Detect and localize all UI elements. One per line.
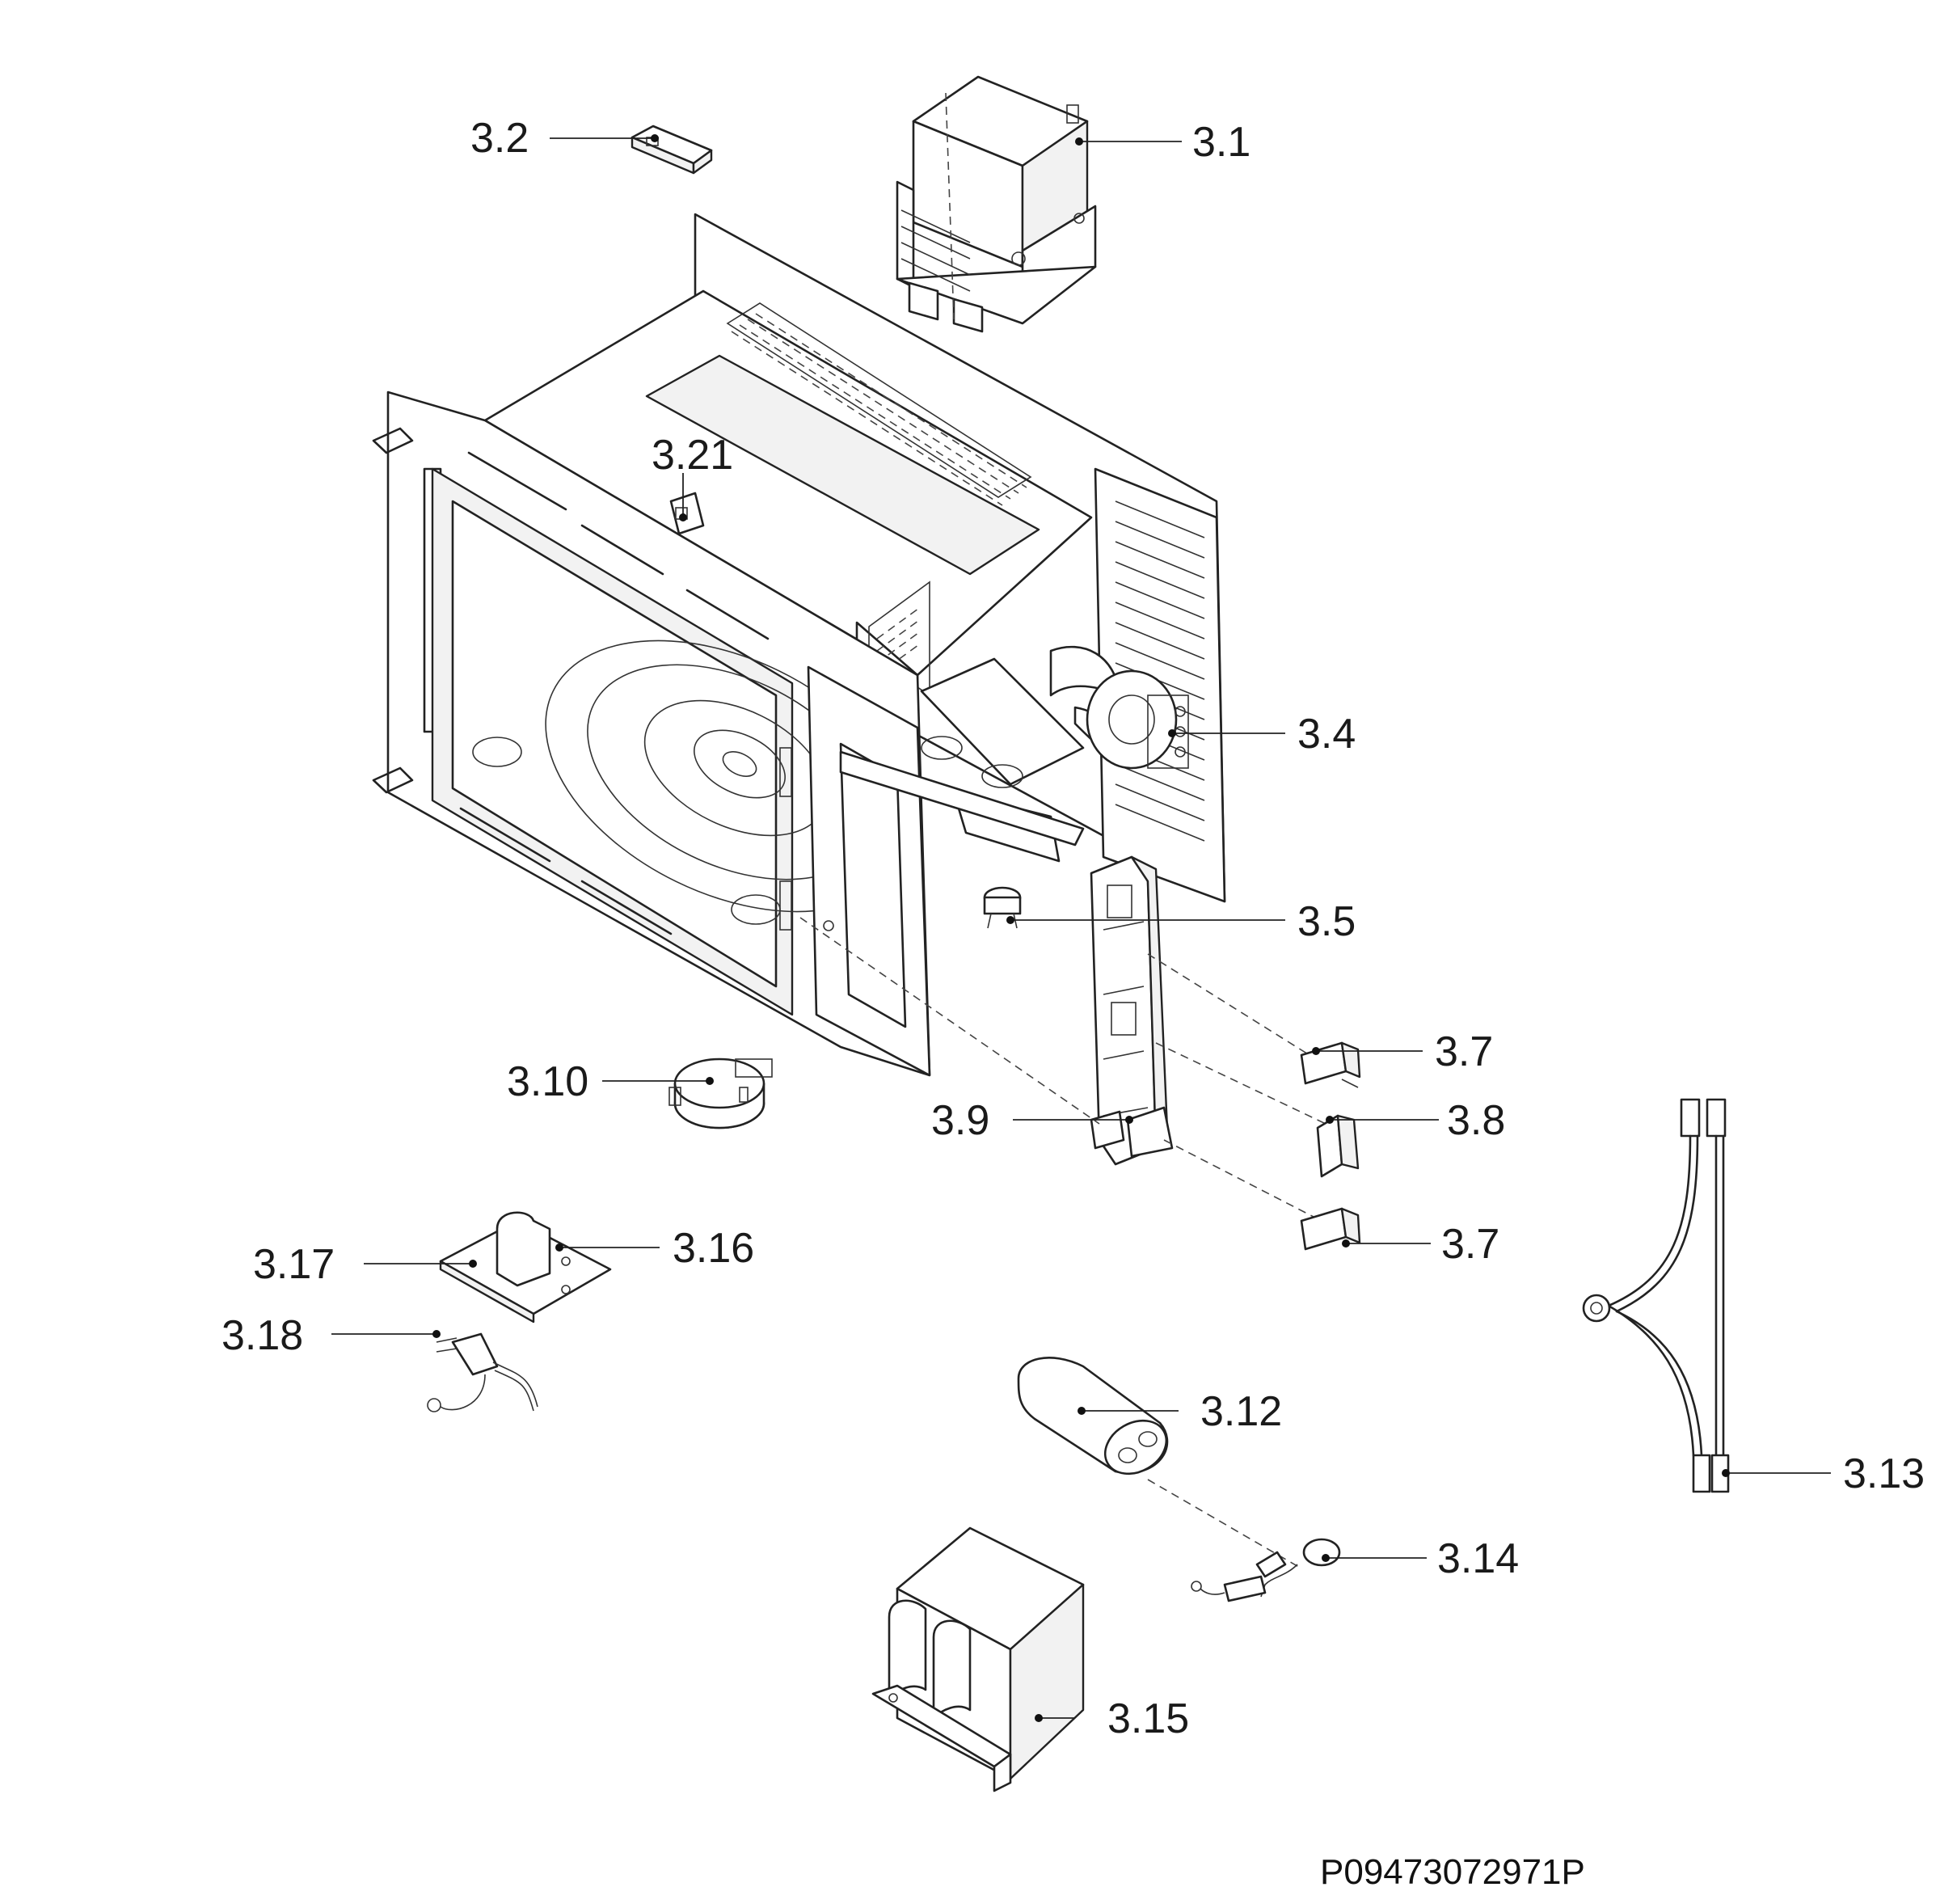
callout-3-2: 3.2 (470, 115, 529, 162)
callout-3-12: 3.12 (1200, 1388, 1282, 1435)
callout-3-14: 3.14 (1437, 1535, 1519, 1582)
callout-3-8: 3.8 (1447, 1097, 1505, 1144)
callout-3-7-upper: 3.7 (1435, 1028, 1493, 1075)
part-switch-holder (1090, 855, 1174, 1166)
callout-3-10: 3.10 (507, 1058, 588, 1105)
callout-labels: 3.1 3.2 3.21 3.4 3.5 3.7 3.8 3.9 3.7 3.1… (221, 115, 1925, 1742)
callout-3-21: 3.21 (652, 432, 733, 479)
part-micro-switch-upper (1300, 1041, 1361, 1088)
part-thermostat (983, 886, 1022, 929)
callout-3-16: 3.16 (673, 1225, 754, 1272)
callout-3-5: 3.5 (1297, 898, 1356, 945)
callout-3-15: 3.15 (1107, 1695, 1189, 1742)
part-oven-cavity-frame (372, 213, 1226, 1077)
callout-3-13: 3.13 (1843, 1450, 1925, 1497)
part-magnetron (896, 75, 1097, 333)
part-fan-motor (1049, 645, 1189, 770)
leader-lines (331, 134, 1831, 1722)
part-turntable-motor (668, 1058, 773, 1129)
part-power-cord (427, 1332, 538, 1412)
callout-3-9: 3.9 (931, 1097, 989, 1144)
callout-3-1: 3.1 (1192, 119, 1250, 166)
part-hv-diode (1191, 1538, 1341, 1602)
part-bracket-3-2 (630, 125, 713, 175)
part-hv-wire-harness (1582, 1098, 1730, 1493)
part-filter-board (439, 1211, 612, 1324)
callout-3-18: 3.18 (221, 1312, 303, 1359)
document-id: P09473072971P (1320, 1852, 1585, 1892)
callout-3-4: 3.4 (1297, 711, 1356, 758)
part-micro-switch-middle (1316, 1114, 1360, 1178)
callout-3-17: 3.17 (253, 1241, 335, 1288)
part-micro-switch-lower (1300, 1207, 1361, 1251)
part-hv-transformer (871, 1526, 1085, 1792)
callout-3-7-lower: 3.7 (1441, 1221, 1499, 1268)
part-hv-capacitor (1017, 1357, 1302, 1569)
